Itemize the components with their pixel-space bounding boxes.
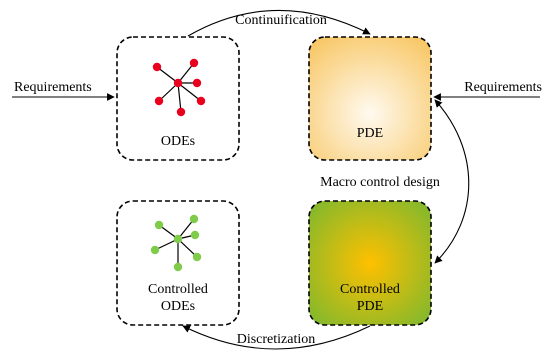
odes-node [192,78,202,88]
odes-node [152,62,162,72]
controlled-odes-network-icon [150,214,202,272]
requirements-left-label: Requirements [14,80,92,95]
odes-label: ODEs [161,134,195,149]
odes-node [154,96,164,106]
controlled-odes-label-line1: Controlled [148,282,208,297]
odes-node [173,78,183,88]
macro-control-design-arrow [434,99,470,264]
continuification-arrow [187,9,371,37]
discretization-arrow [182,325,371,350]
controlled-odes-node [192,252,202,262]
pde-label: PDE [357,126,383,141]
continuification-label: Continuification [235,13,327,28]
controlled-pde-label-line2: PDE [357,299,383,314]
controlled-odes-node [173,234,183,244]
odes-node [189,58,199,68]
macro-control-design-label: Macro control design [320,175,440,190]
odes-network-icon [152,58,206,117]
controlled-odes-node [154,220,164,230]
controlled-pde-box [308,200,432,326]
controlled-odes-node [150,245,160,255]
odes-box [116,36,240,161]
discretization-label: Discretization [237,332,316,347]
controlled-odes-node [189,214,199,224]
pde-box [308,36,432,161]
odes-node [196,96,206,106]
controlled-pde-label-line1: Controlled [340,282,400,297]
requirements-right-label: Requirements [464,80,542,95]
controlled-odes-node [190,230,200,240]
controlled-odes-label-line2: ODEs [161,299,195,314]
odes-node [176,107,186,117]
controlled-odes-node [173,262,183,272]
